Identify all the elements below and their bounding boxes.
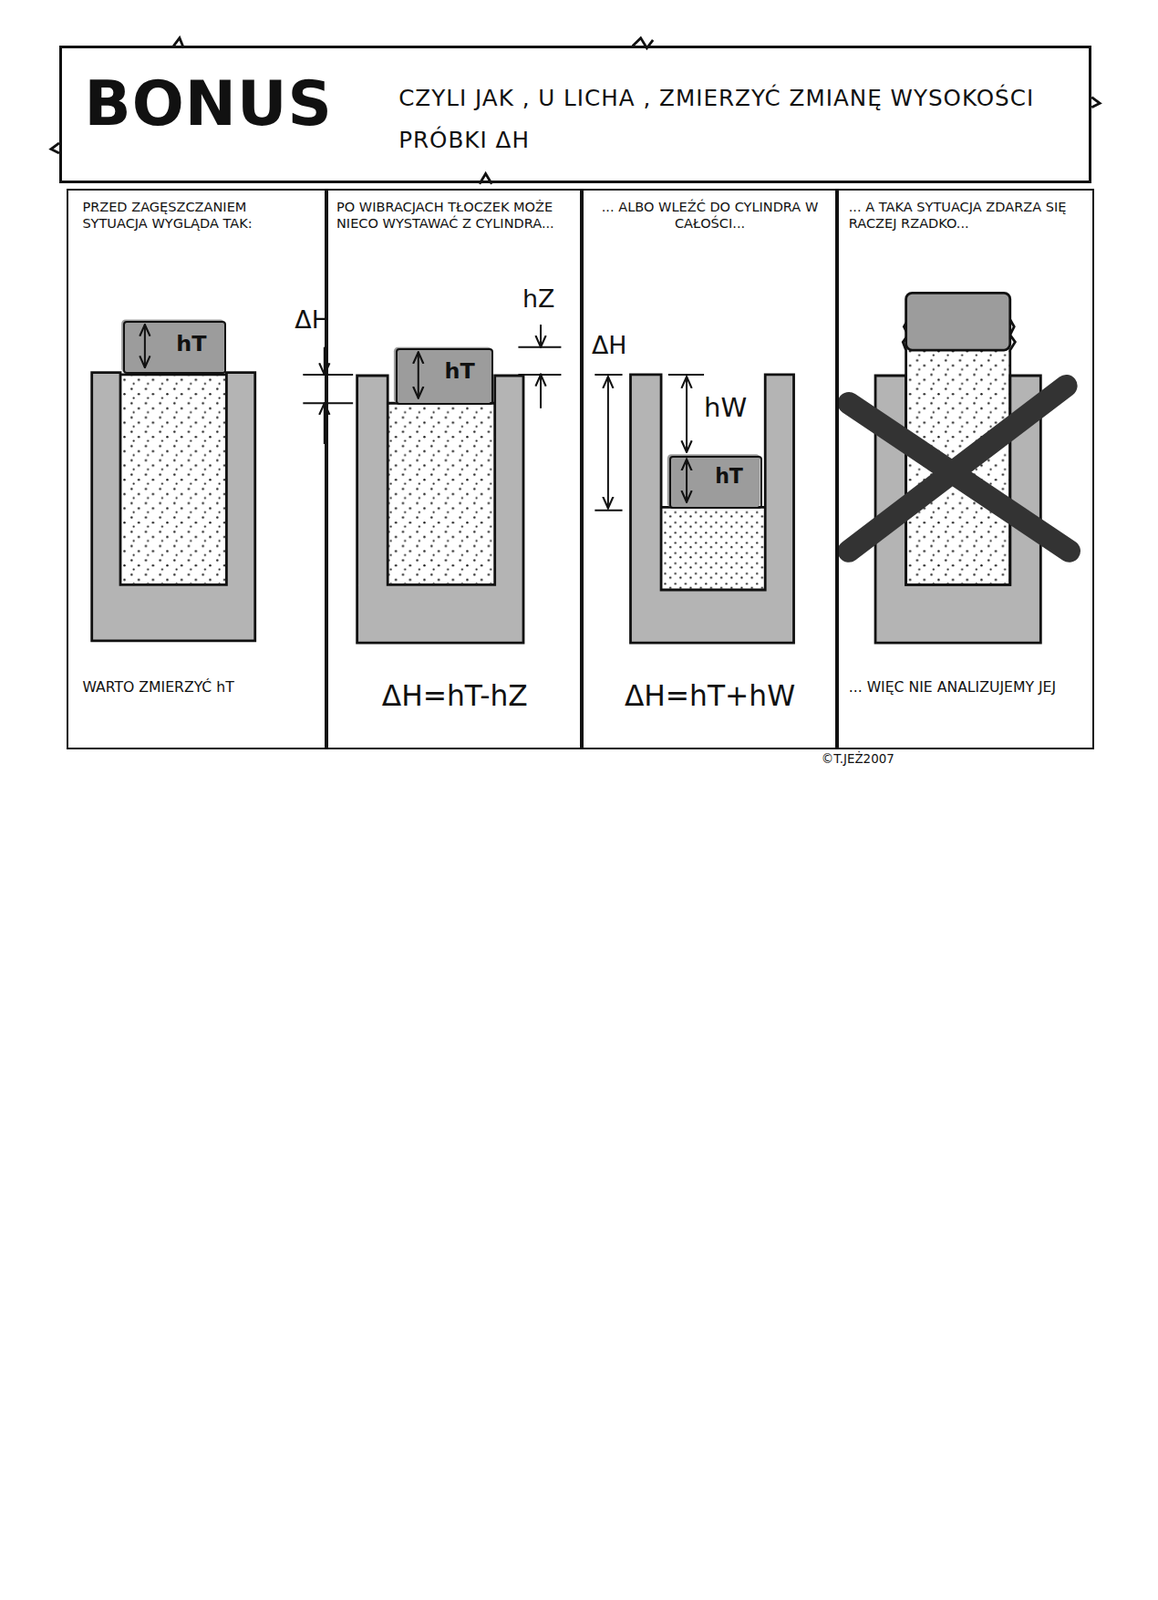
comic-panel: ... ALBO WLEŹĆ DO CYLINDRA W CAŁOŚCI... Δ…	[581, 188, 838, 750]
copyright-note: ©T.JEŻ2007	[821, 753, 895, 767]
panel-caption: PRZED ZAGĘSZCZANIEM SYTUACJA WYGLĄDA TAK…	[82, 198, 312, 232]
panel-footer: ΔH=hT+hW	[591, 678, 829, 714]
comic-panel: PO WIBRACJACH TŁOCZEK MOŻE NIECO WYSTAWA…	[326, 188, 582, 750]
dimension-label: ΔH	[591, 331, 628, 360]
piston-box: hT	[395, 348, 494, 405]
subtitle: CZYLI JAK , U LICHA , ZMIERZYĆ ZMIANĘ WY…	[398, 77, 1052, 164]
dimension-label: hW	[703, 392, 747, 423]
title-banner: BONUSCZYLI JAK , U LICHA , ZMIERZYĆ ZMIA…	[59, 45, 1092, 184]
panel-caption: PO WIBRACJACH TŁOCZEK MOŻE NIECO WYSTAWA…	[336, 198, 574, 232]
height-symbol: hT	[425, 358, 494, 386]
panel-footer: WARTO ZMIERZYĆ hT	[82, 678, 312, 697]
panel-caption: ... A TAKA SYTUACJA ZDARZA SIĘ RACZEJ RZ…	[848, 198, 1086, 232]
panel-caption: ... ALBO WLEŹĆ DO CYLINDRA W CAŁOŚCI...	[591, 198, 829, 232]
title-text: BONUS	[84, 71, 392, 139]
piston-box: hT	[123, 320, 227, 374]
comic-panel: ... A TAKA SYTUACJA ZDARZA SIĘ RACZEJ RZ…	[837, 188, 1095, 750]
panel-footer: ΔH=hT-hZ	[336, 678, 574, 714]
dimension-label: hZ	[522, 285, 555, 313]
height-symbol: hT	[695, 464, 764, 490]
piston-box: hT	[669, 455, 763, 509]
height-symbol: hT	[157, 330, 226, 359]
panel-footer: ... WIĘC NIE ANALIZUJEMY JEJ	[848, 678, 1086, 697]
dimension-label: ΔH	[294, 306, 331, 334]
comic-panel: PRZED ZAGĘSZCZANIEM SYTUACJA WYGLĄDA TAK…	[66, 188, 327, 750]
